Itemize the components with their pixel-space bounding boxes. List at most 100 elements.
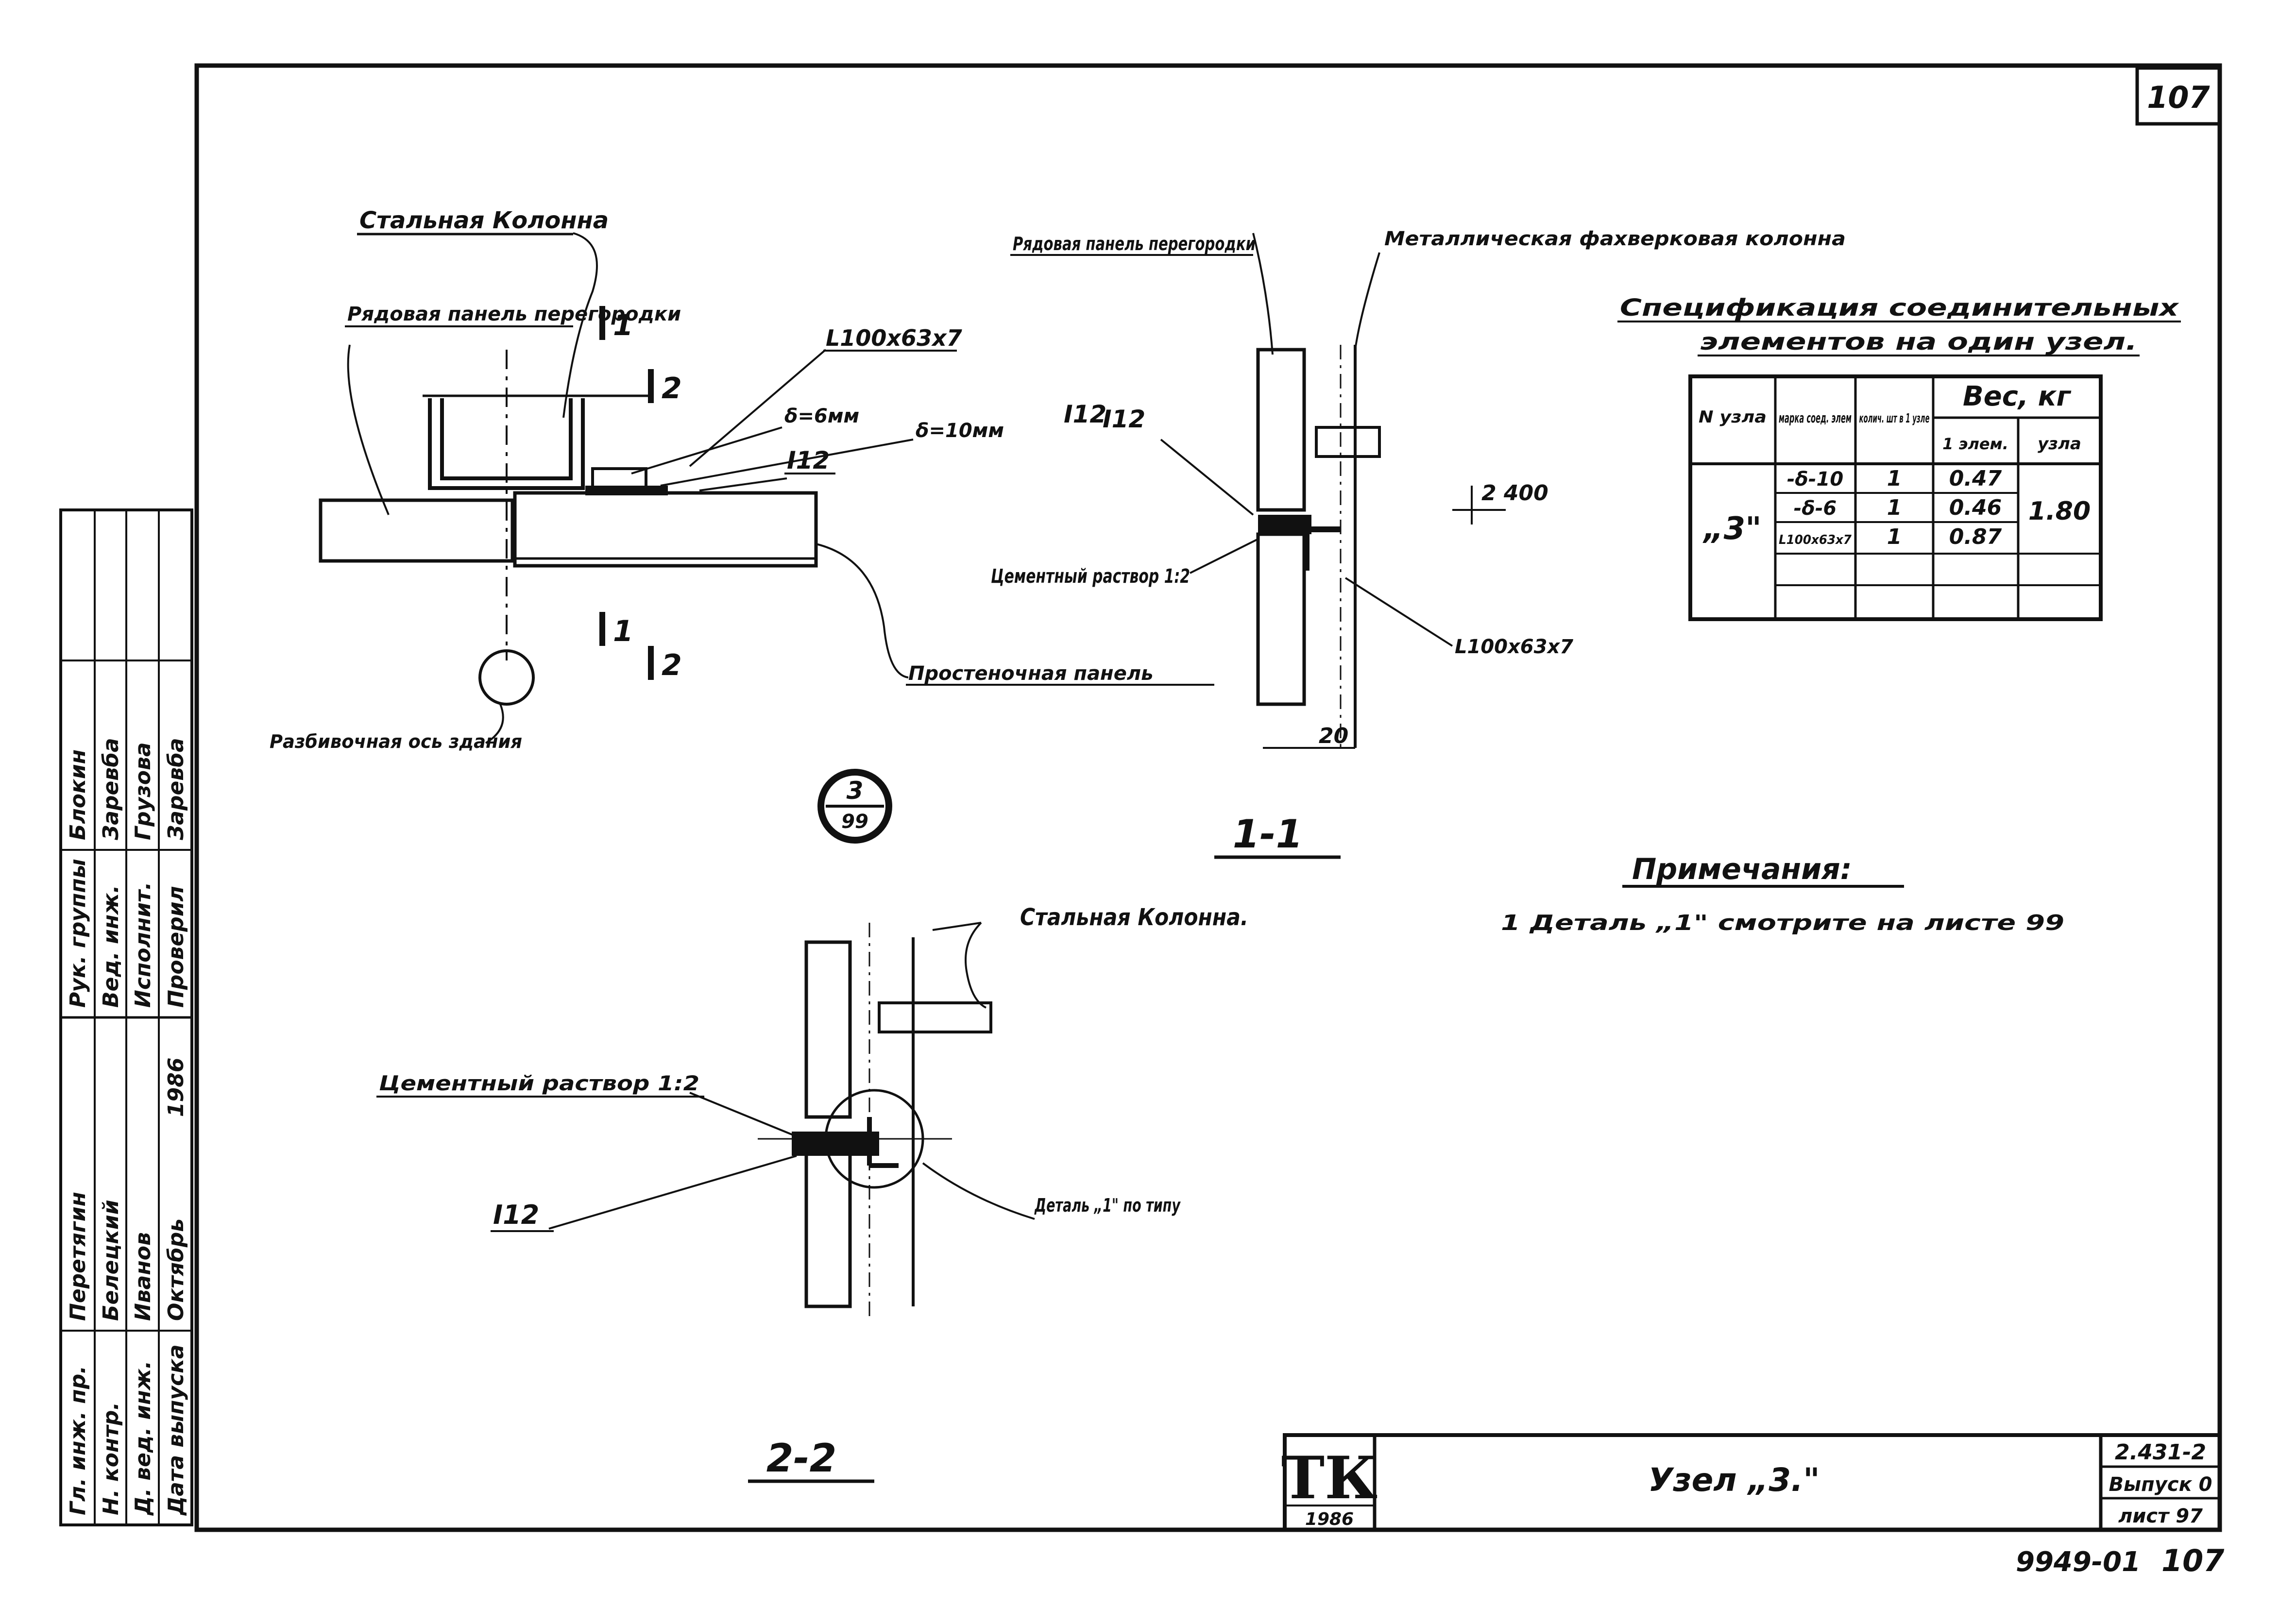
spec-r3-mark: L100х63х7 [1779, 533, 1852, 547]
s22-detail-circle [824, 1089, 924, 1189]
tb-sheet: лист 97 [2118, 1505, 2203, 1527]
node-bubble [817, 769, 892, 844]
spec-h-weight-node: узла [2038, 434, 2081, 454]
stamp-r8c2: Заревба [164, 738, 188, 841]
spec-h-weight-elem: 1 элем. [1942, 435, 2008, 453]
plan-label-column: Стальная Колонна [359, 207, 609, 234]
plan-panel-left [319, 498, 514, 563]
plan-label-s10: δ=10мм [916, 420, 1004, 442]
tb-name: Узел „3." [1648, 1461, 1820, 1499]
plan-panel-right [513, 491, 818, 568]
stamp-r3c1: Д. вед. инж. [131, 1361, 155, 1516]
s22-panel-upper [804, 940, 852, 1119]
s22-stub [878, 1001, 992, 1033]
s22-label-column: Стальная Колонна. [1020, 904, 1248, 931]
bottom-number: 107 [2161, 1543, 2225, 1578]
spec-r1-qty: 1 [1887, 466, 1902, 491]
s11-label-column: Металлическая фахверковая колонна [1384, 228, 1846, 250]
spec-total: 1.80 [2028, 497, 2091, 526]
corner-number: 107 [2147, 80, 2210, 115]
stamp-r2c2: Белецкий [99, 1200, 123, 1321]
plan-label-i12-b: I12 [787, 446, 830, 474]
s11-label-mortar: Цементный раствор 1:2 [991, 565, 1190, 588]
stamp-r6c2: Заревба [99, 738, 123, 841]
spec-r3-w: 0.87 [1949, 524, 2002, 549]
notes-title: Примечания: [1632, 852, 1852, 886]
plan-label-i12-a: I12 [1064, 400, 1106, 428]
plan-label-panel: Рядовая панель перегородки [347, 303, 681, 325]
spec-r3-qty: 1 [1887, 524, 1902, 549]
stamp-r6c1: Вед. инж. [99, 885, 123, 1008]
s11-title: 1-1 [1233, 812, 1303, 857]
tb-code: 2.431-2 [2115, 1440, 2206, 1465]
plan-label-s6: δ=6мм [784, 405, 859, 427]
stamp-r5c2: Блокин [66, 749, 90, 840]
s22-label-mortar: Цементный раствор 1:2 [379, 1071, 699, 1095]
s11-label-panel: Рядовая панель перегородки [1013, 233, 1256, 254]
s22-label-detail: Деталь „1" по типу [1034, 1195, 1181, 1216]
stamp-r3c2: Иванов [131, 1232, 155, 1321]
title-block: ТК 1986 Узел „3." 2.431-2 Выпуск 0 лист … [1281, 1433, 2222, 1532]
s11-panel-upper [1256, 348, 1306, 512]
spec-r2-w: 0.46 [1949, 495, 2002, 520]
plan-label-wall: Простеночная панель [908, 662, 1153, 685]
node-bubble-top: 3 [847, 777, 864, 805]
s22-joint-plate [792, 1132, 879, 1156]
s22-title: 2-2 [766, 1436, 837, 1481]
spec-node-id: „3" [1702, 511, 1761, 547]
plan-view: 1 2 1 2 Стальная Колонна Рядовая панель … [270, 207, 1214, 844]
stamp-r4c3: 1986 [164, 1058, 188, 1117]
stamp-r4c1: Дата выпуска [164, 1344, 188, 1516]
spec-h-weight: Вес, кг [1963, 381, 2072, 412]
notes: Примечания: 1 Деталь „1" смотрите на лис… [1501, 852, 2064, 935]
plan-label-axis: Разбивочная ось здания [270, 731, 522, 752]
stamp-r8c1: Проверил [164, 886, 188, 1008]
tb-issue: Выпуск 0 [2109, 1473, 2212, 1496]
corner-number-box [2135, 66, 2222, 126]
stamp-r4c2: Октябрь [164, 1218, 188, 1321]
plan-cut1-top: 1 [613, 308, 633, 342]
s11-panel-lower [1256, 532, 1306, 706]
plan-cut2-bot: 2 [662, 648, 682, 682]
stamp-r7c2: Грузова [131, 742, 155, 840]
stamp-r7c1: Исполнит. [131, 882, 155, 1008]
s11-dim-20: 20 [1319, 724, 1348, 748]
s11-stub [1315, 426, 1381, 458]
stamp-r1c1: Гл. инж. пр. [66, 1366, 90, 1515]
s11-label-i12: I12 [1103, 405, 1145, 433]
s22-panel-lower [804, 1149, 852, 1308]
s11-label-angle: L100х63х7 [1455, 636, 1573, 658]
plan-axis-bubble [478, 649, 535, 706]
s22-label-i12: I12 [493, 1200, 539, 1230]
plan-cut1-bot: 1 [613, 614, 633, 648]
stamp-r5c1: Рук. группы [66, 859, 90, 1008]
tb-logo: ТК [1281, 1444, 1378, 1512]
stamp-r2c1: Н. контр. [99, 1402, 123, 1515]
spec-r2-qty: 1 [1887, 495, 1902, 520]
s11-angle [1304, 526, 1341, 571]
s22-angle [867, 1117, 899, 1168]
spec-title-1: Спецификация соединительных [1620, 294, 2180, 321]
plan-cut2-top: 2 [662, 372, 682, 406]
spec-r2-mark: -δ-6 [1794, 497, 1837, 520]
node-bubble-bottom: 99 [841, 811, 868, 833]
spec-r1-mark: -δ-10 [1787, 468, 1843, 491]
spec-h-node: N узла [1699, 407, 1767, 427]
plan-label-angle: L100х63х7 [826, 325, 962, 351]
s11-joint-plate [1258, 515, 1311, 534]
stamp-r1c2: Перетягин [66, 1192, 90, 1321]
sheet-frame [194, 63, 2222, 1532]
spec-table: Спецификация соединительных элементов на… [1617, 294, 2181, 621]
spec-title-2: элементов на один узел. [1700, 328, 2137, 355]
spec-h-qty: колич. шт в 1 узле [1859, 411, 1930, 426]
side-stamp: Гл. инж. пр. Перетягин Н. контр. Белецки… [59, 508, 193, 1526]
plan-plate-s10 [585, 486, 668, 495]
spec-r1-w: 0.47 [1949, 466, 2002, 491]
s11-dim-400: 2 400 [1481, 481, 1548, 506]
section-2-2: Стальная Колонна. Цементный раствор 1:2 … [376, 904, 1248, 1483]
bottom-code: 9949-01 [2016, 1546, 2141, 1578]
tb-year: 1986 [1305, 1509, 1354, 1529]
notes-line1: 1 Деталь „1" смотрите на листе 99 [1501, 911, 2064, 935]
spec-h-mark: марка соед. элем [1779, 410, 1852, 426]
